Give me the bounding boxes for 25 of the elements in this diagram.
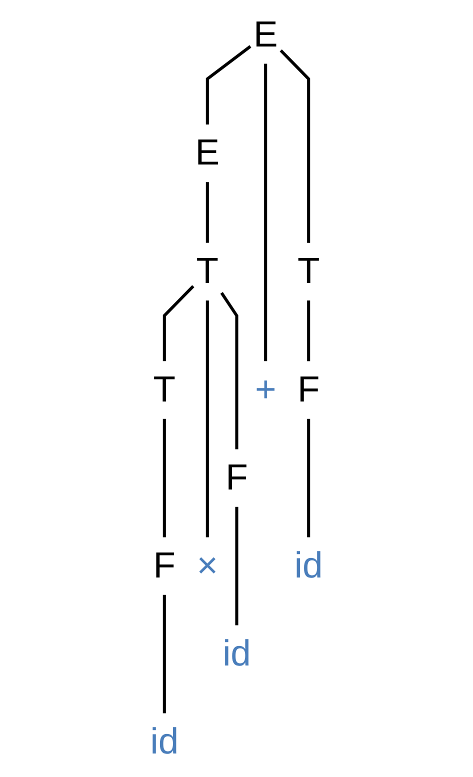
node-text: id	[222, 634, 251, 674]
node-text: id	[294, 546, 323, 586]
node-text: F	[153, 546, 176, 586]
node-text: T	[196, 251, 219, 292]
connector	[235, 506, 238, 626]
node-text: F	[226, 458, 248, 498]
node-text: +	[254, 370, 276, 410]
node-text: F	[297, 370, 320, 410]
connector	[280, 49, 310, 243]
connector	[206, 300, 209, 538]
connector	[162, 285, 194, 362]
connector	[162, 418, 166, 538]
connector	[162, 594, 166, 714]
node-text: E	[195, 132, 220, 174]
connector	[307, 300, 310, 362]
connector	[220, 292, 238, 450]
node-text: ×	[196, 546, 218, 586]
connector	[307, 418, 310, 538]
node-text: E	[253, 14, 278, 55]
connector	[206, 182, 209, 243]
connector	[206, 45, 252, 124]
node-text: T	[297, 251, 320, 292]
connector	[264, 64, 268, 362]
node-text: id	[150, 722, 179, 762]
node-text: T	[153, 370, 176, 410]
